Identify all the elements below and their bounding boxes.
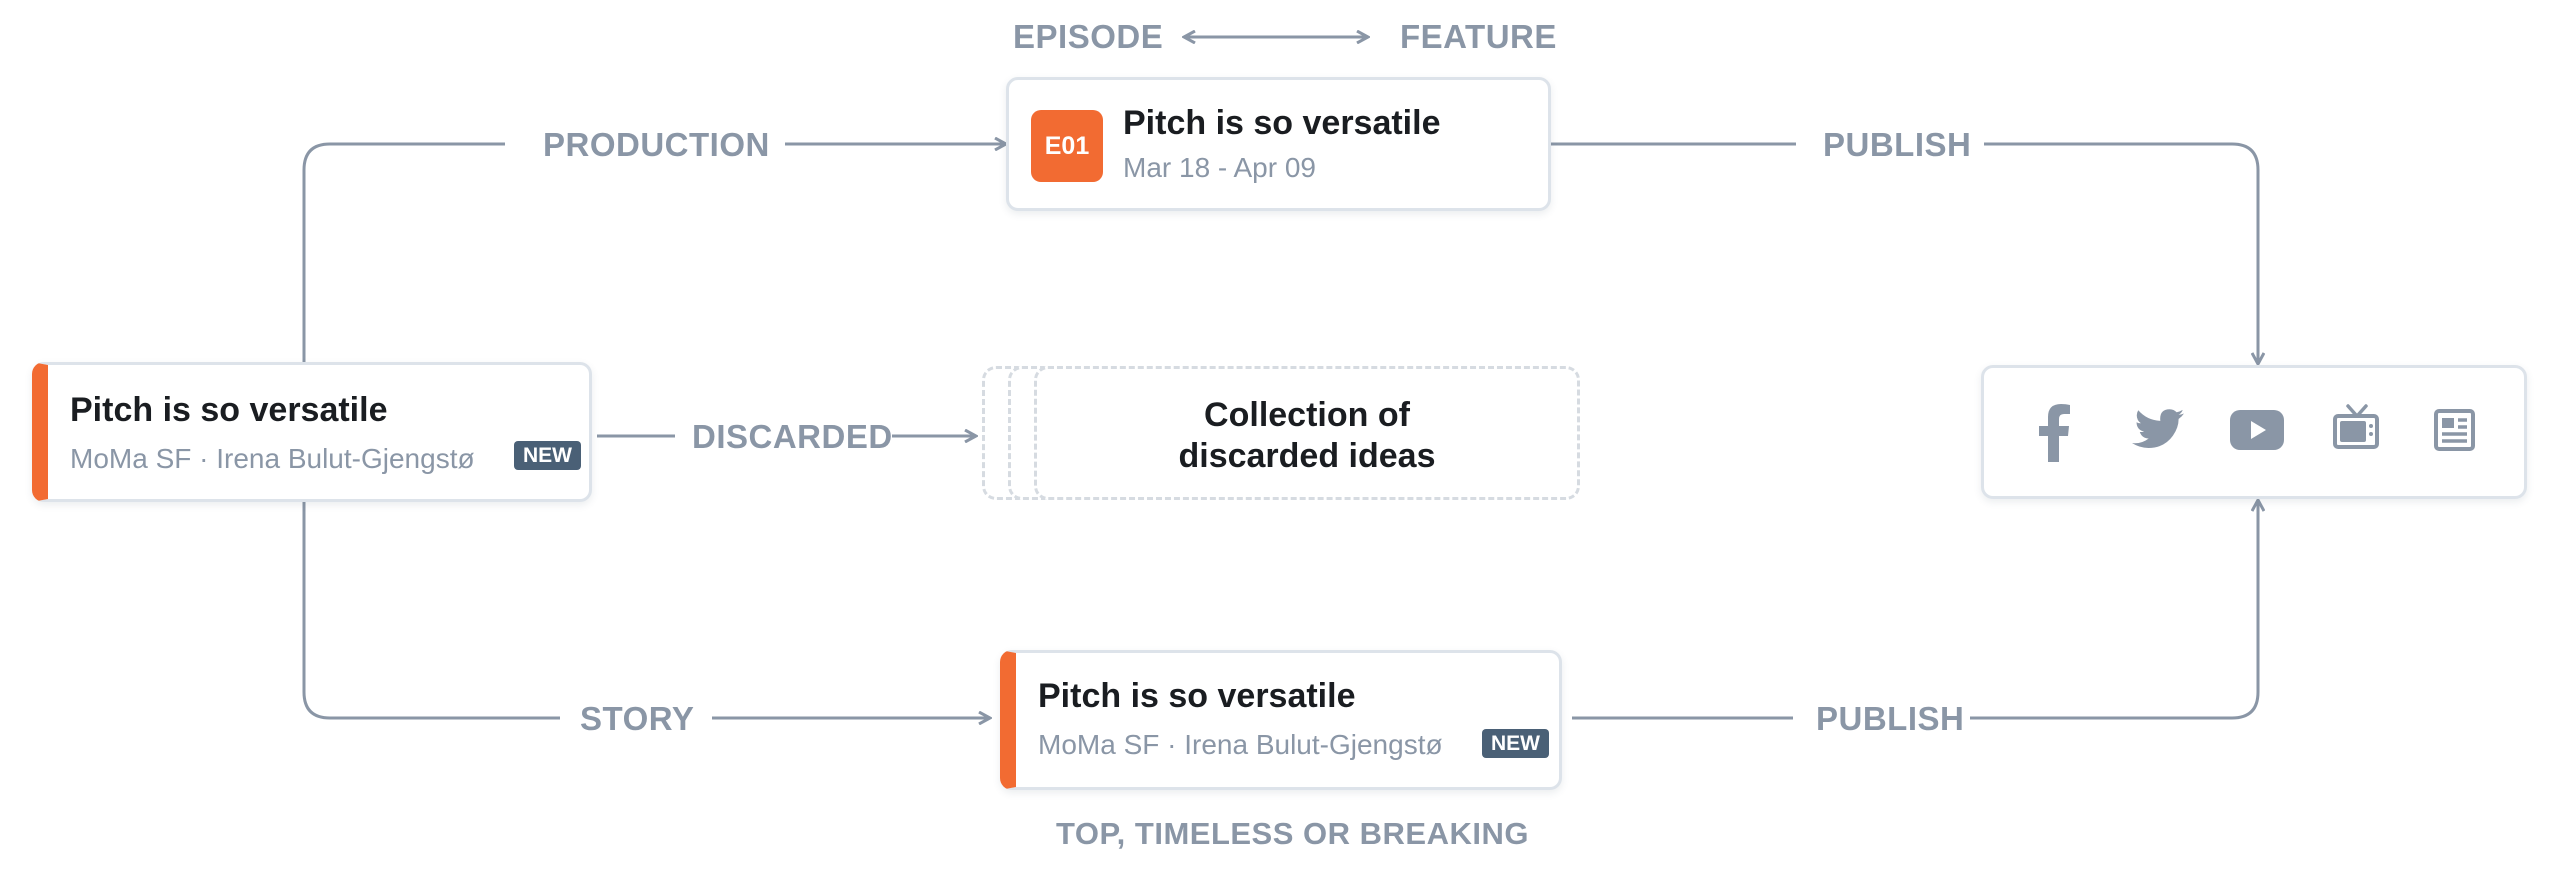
episode-dates: Mar 18 - Apr 09 [1123, 152, 1316, 183]
story-pitch-subtitle: MoMa SF · Irena Bulut-Gjengstø [1038, 729, 1443, 760]
source-pitch-card[interactable]: Pitch is so versatile MoMa SF · Irena Bu… [32, 362, 592, 502]
discarded-collection-line2: discarded ideas [1178, 436, 1436, 475]
publish-bottom-label: PUBLISH [1816, 700, 1965, 737]
discarded-collection-title: Collection of discarded ideas [1037, 395, 1577, 477]
newspaper-icon[interactable] [2432, 408, 2476, 452]
discarded-label: DISCARDED [692, 418, 893, 455]
new-badge: NEW [514, 441, 581, 470]
production-label: PRODUCTION [543, 126, 770, 163]
feature-label: FEATURE [1400, 18, 1557, 55]
tv-icon[interactable] [2332, 402, 2380, 452]
story-caption: TOP, TIMELESS OR BREAKING [1056, 816, 1529, 851]
publish-top-label: PUBLISH [1823, 126, 1972, 163]
discarded-collection-line1: Collection of [1204, 396, 1410, 434]
story-pitch-title: Pitch is so versatile [1038, 677, 1356, 715]
story-connector [302, 502, 560, 720]
discarded-collection-card[interactable]: Collection of discarded ideas [1034, 366, 1580, 500]
story-label: STORY [580, 700, 695, 737]
episode-label: EPISODE [1013, 18, 1164, 55]
source-pitch-subtitle: MoMa SF · Irena Bulut-Gjengstø [70, 443, 475, 474]
story-pitch-card[interactable]: Pitch is so versatile MoMa SF · Irena Bu… [1000, 650, 1562, 790]
production-connector [302, 142, 505, 362]
source-pitch-title: Pitch is so versatile [70, 391, 388, 429]
channels-card [1981, 365, 2527, 499]
youtube-icon[interactable] [2230, 410, 2284, 450]
publish-bottom-arrow [1970, 500, 2258, 720]
episode-card[interactable]: E01 Pitch is so versatile Mar 18 - Apr 0… [1006, 77, 1551, 211]
twitter-icon[interactable] [2132, 408, 2184, 452]
facebook-icon[interactable] [2036, 404, 2072, 462]
publish-top-arrow [1984, 142, 2258, 364]
episode-code-badge: E01 [1031, 110, 1103, 182]
new-badge: NEW [1482, 729, 1549, 758]
episode-title: Pitch is so versatile [1123, 104, 1441, 142]
